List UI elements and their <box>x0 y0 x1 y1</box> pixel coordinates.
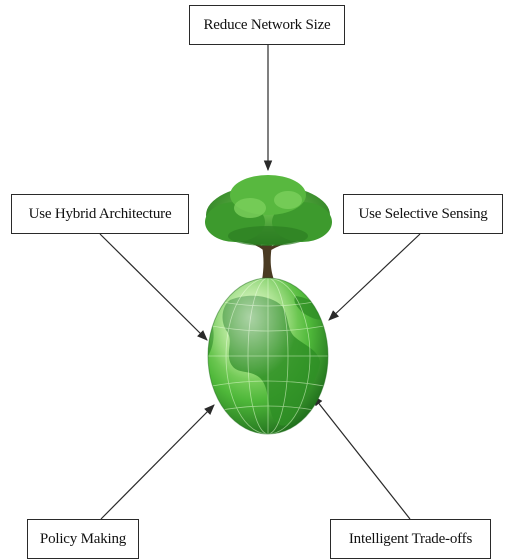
arrow-bottom-right <box>312 395 411 520</box>
arrow-left <box>99 233 208 341</box>
node-label: Use Selective Sensing <box>358 205 488 222</box>
node-use-selective-sensing: Use Selective Sensing <box>343 194 503 234</box>
node-label: Intelligent Trade-offs <box>348 530 473 547</box>
node-label: Use Hybrid Architecture <box>28 205 172 222</box>
tree-icon <box>205 175 332 280</box>
globe-icon <box>207 277 329 435</box>
node-use-hybrid-architecture: Use Hybrid Architecture <box>11 194 189 234</box>
arrow-right <box>328 233 421 321</box>
node-label: Policy Making <box>39 530 127 547</box>
node-intelligent-trade-offs: Intelligent Trade-offs <box>330 519 491 559</box>
node-label: Reduce Network Size <box>203 16 331 33</box>
node-policy-making: Policy Making <box>27 519 139 559</box>
arrow-bottom-left <box>100 404 215 520</box>
node-reduce-network-size: Reduce Network Size <box>189 5 345 45</box>
